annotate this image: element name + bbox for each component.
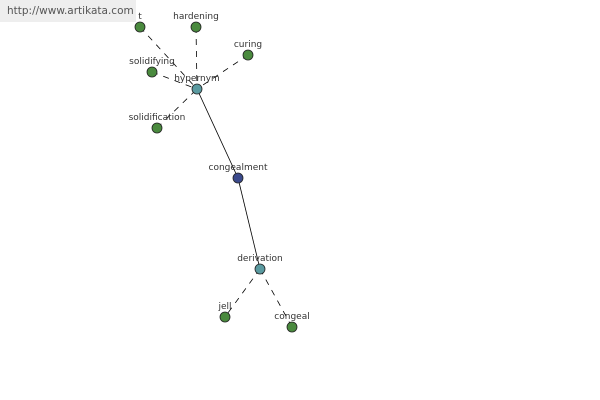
edge-derivation-jell — [224, 268, 261, 318]
node-label-congeal: congeal — [274, 312, 309, 322]
node-dot-solidification[interactable] — [151, 122, 163, 134]
edge-curing-hypernym — [196, 54, 249, 90]
edge-congealment-derivation — [237, 177, 261, 270]
node-curing[interactable]: curing — [234, 40, 262, 61]
node-jell[interactable]: jell — [217, 302, 232, 323]
node-dot-solidifying[interactable] — [146, 66, 158, 78]
edge-hardening-hypernym — [195, 26, 198, 90]
node-label-derivation: derivation — [237, 254, 283, 264]
node-hypernym[interactable]: hypernym — [174, 74, 220, 95]
node-dot-hypernym[interactable] — [191, 83, 203, 95]
nodes-layer: t hardening curing solidifying hypernym solid… — [129, 12, 310, 333]
node-t[interactable]: t — [134, 12, 146, 33]
edge-t-hypernym — [139, 26, 198, 90]
node-label-hardening: hardening — [173, 12, 219, 22]
node-derivation[interactable]: derivation — [237, 254, 283, 275]
edge-solidification-hypernym — [156, 88, 198, 129]
node-dot-derivation[interactable] — [254, 263, 266, 275]
node-label-hypernym: hypernym — [174, 74, 220, 84]
node-hardening[interactable]: hardening — [173, 12, 219, 33]
node-label-solidifying: solidifying — [129, 57, 175, 67]
node-congeal[interactable]: congeal — [274, 312, 310, 333]
node-dot-curing[interactable] — [242, 49, 254, 61]
node-label-t: t — [138, 12, 142, 22]
node-dot-jell[interactable] — [219, 311, 231, 323]
edge-hypernym-congealment — [196, 88, 239, 179]
node-dot-hardening[interactable] — [190, 21, 202, 33]
node-solidification[interactable]: solidification — [129, 113, 186, 134]
node-solidifying[interactable]: solidifying — [129, 57, 175, 78]
node-label-curing: curing — [234, 40, 262, 50]
node-dot-t[interactable] — [134, 21, 146, 33]
node-label-jell: jell — [217, 302, 231, 312]
node-dot-congeal[interactable] — [286, 321, 298, 333]
edges-layer — [139, 26, 293, 328]
node-label-solidification: solidification — [129, 113, 186, 123]
watermark-url: http://www.artikata.com — [7, 5, 134, 17]
edge-solidifying-hypernym — [151, 71, 198, 90]
watermark: http://www.artikata.com — [0, 0, 136, 22]
node-congealment[interactable]: congealment — [209, 163, 268, 184]
node-dot-congealment[interactable] — [232, 172, 244, 184]
node-label-congealment: congealment — [209, 163, 268, 173]
